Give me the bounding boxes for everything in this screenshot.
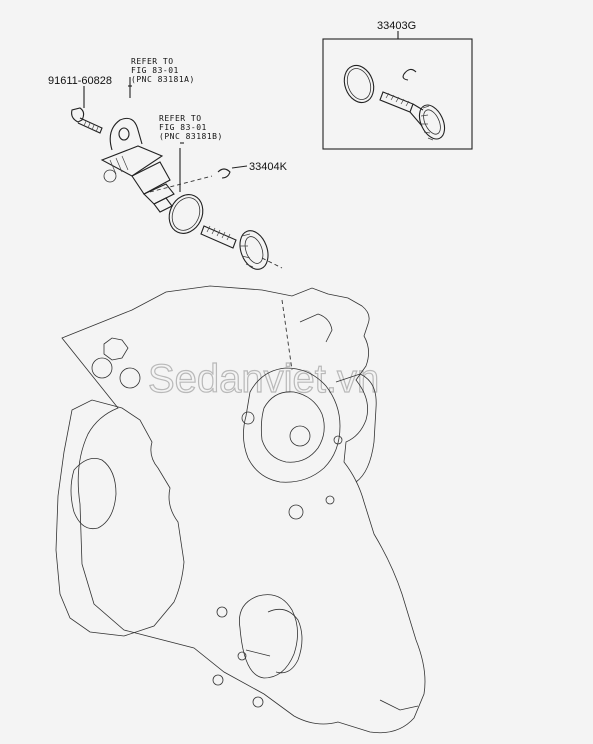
transfer-case-housing (55, 285, 426, 734)
ref-upper-note: REFER TO FIG 83-01 (PNC 83181A) (131, 57, 195, 84)
svg-text:(PNC 83181B): (PNC 83181B) (159, 132, 223, 141)
kit-driven-gear (379, 91, 446, 141)
sensor-assembly (100, 77, 175, 213)
clip-leader (231, 165, 248, 169)
kit-o-ring (343, 64, 375, 104)
kit-part-number: 33403G (377, 20, 416, 32)
svg-text:FIG 83-01: FIG 83-01 (159, 123, 207, 132)
driven-gear (200, 225, 269, 270)
svg-text:REFER TO: REFER TO (159, 114, 202, 123)
clip (217, 165, 248, 179)
watermark-text: Sedanviet.vn (148, 357, 379, 401)
svg-text:FIG 83-01: FIG 83-01 (131, 66, 179, 75)
ref-lower-note: REFER TO FIG 83-01 (PNC 83181B) (159, 114, 223, 141)
svg-text:REFER TO: REFER TO (131, 57, 174, 66)
svg-text:(PNC 83181A): (PNC 83181A) (131, 75, 195, 84)
kit-box-frame (322, 38, 473, 150)
clip-part-number: 33404K (249, 161, 288, 173)
o-ring (168, 194, 204, 234)
bolt-part-number: 91611-60828 (48, 75, 112, 87)
kit-clip (402, 68, 417, 81)
kit-box (322, 31, 473, 150)
bolt (71, 86, 103, 134)
